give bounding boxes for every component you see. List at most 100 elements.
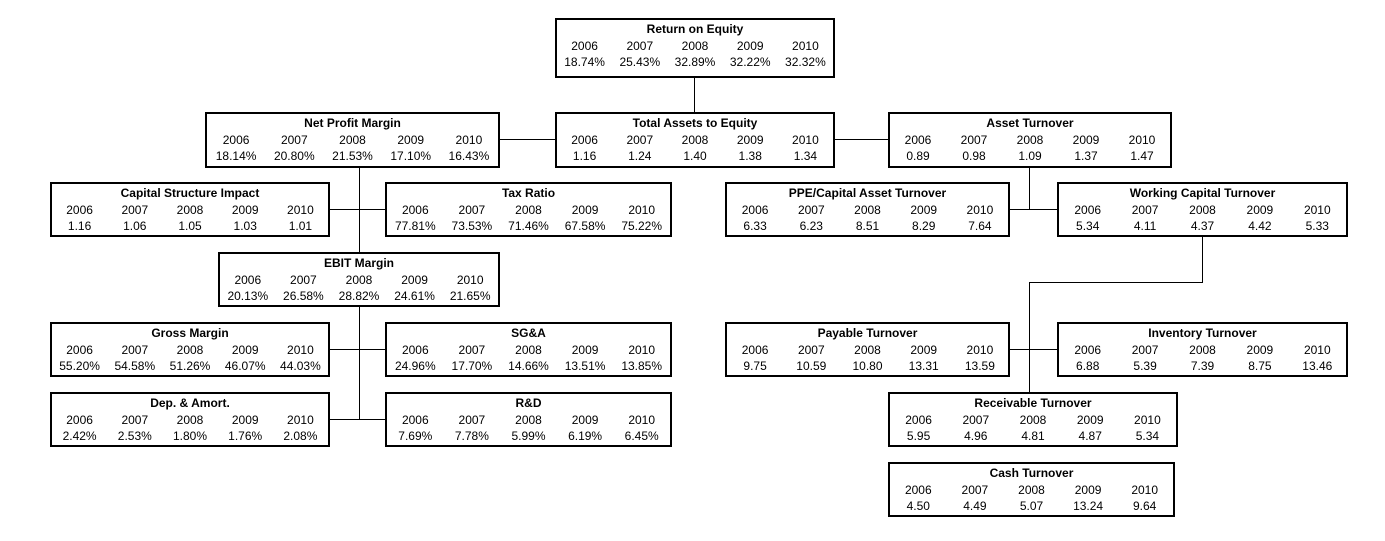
value-cell: 1.16 <box>67 219 92 233</box>
box-title: SG&A <box>511 326 546 340</box>
value-cell: 32.89% <box>674 55 716 69</box>
value-cell: 6.23 <box>799 219 823 233</box>
value-cell: 71.46% <box>508 219 549 233</box>
year-cell: 2009 <box>401 273 428 287</box>
year-cell: 2008 <box>681 133 709 147</box>
year-cell: 2006 <box>401 413 429 427</box>
value-cell: 18.14% <box>215 149 257 163</box>
year-cell: 2007 <box>626 133 654 147</box>
year-cell: 2009 <box>231 203 259 217</box>
year-cell: 2007 <box>797 203 825 217</box>
year-cell: 2007 <box>121 343 149 357</box>
value-cell: 4.42 <box>1248 219 1272 233</box>
year-cell: 2008 <box>515 413 542 427</box>
value-cell: 4.50 <box>906 499 930 513</box>
year-cell: 2009 <box>1076 413 1104 427</box>
value-cell: 1.09 <box>1018 149 1042 163</box>
value-row: 18.14%20.80%21.53%17.10%16.43% <box>207 148 498 164</box>
value-row: 55.20%54.58%51.26%46.07%44.03% <box>52 358 328 374</box>
year-cell: 2008 <box>176 413 204 427</box>
year-cell: 2007 <box>962 413 990 427</box>
box-title: Working Capital Turnover <box>1129 186 1276 200</box>
connector-ppe-to-wct <box>1010 209 1057 210</box>
year-cell: 2008 <box>1189 203 1216 217</box>
year-cell: 2010 <box>628 413 656 427</box>
value-cell: 13.31 <box>908 359 939 373</box>
value-cell: 8.29 <box>912 219 936 233</box>
value-cell: 1.06 <box>123 219 147 233</box>
value-cell: 5.95 <box>906 429 931 443</box>
year-cell: 2010 <box>1128 133 1156 147</box>
value-cell: 1.16 <box>572 149 597 163</box>
year-cell: 2010 <box>1134 413 1161 427</box>
value-cell: 55.20% <box>59 359 100 373</box>
value-cell: 8.75 <box>1248 359 1272 373</box>
year-cell: 2007 <box>626 39 654 53</box>
year-cell: 2010 <box>792 133 819 147</box>
box-title: Cash Turnover <box>989 466 1074 480</box>
year-cell: 2010 <box>966 343 994 357</box>
value-cell: 2.08% <box>283 429 318 443</box>
value-cell: 6.88 <box>1076 359 1100 373</box>
value-cell: 1.37 <box>1074 149 1098 163</box>
value-cell: 6.33 <box>743 219 767 233</box>
box-title: Asset Turnover <box>986 116 1074 130</box>
value-cell: 18.74% <box>564 55 605 69</box>
year-cell: 2006 <box>904 483 932 497</box>
year-cell: 2010 <box>792 39 819 53</box>
value-cell: 4.96 <box>964 429 988 443</box>
year-cell: 2009 <box>736 133 764 147</box>
year-cell: 2009 <box>1246 343 1274 357</box>
year-cell: 2007 <box>280 133 308 147</box>
value-cell: 1.34 <box>793 149 818 163</box>
year-cell: 2008 <box>681 39 709 53</box>
value-cell: 24.61% <box>394 289 435 303</box>
year-cell: 2010 <box>287 203 314 217</box>
value-row: 24.96%17.70%14.66%13.51%13.85% <box>387 358 670 374</box>
box-title: EBIT Margin <box>323 256 394 270</box>
year-cell: 2006 <box>401 343 429 357</box>
box-title: Tax Ratio <box>501 186 556 200</box>
value-cell: 1.01 <box>288 219 313 233</box>
year-cell: 2006 <box>66 343 93 357</box>
connector-tae-to-at <box>835 139 888 140</box>
value-cell: 0.89 <box>906 149 930 163</box>
value-cell: 1.05 <box>178 219 202 233</box>
value-cell: 51.26% <box>169 359 211 373</box>
value-cell: 6.45% <box>624 429 659 443</box>
value-cell: 1.24 <box>628 149 652 163</box>
value-cell: 75.22% <box>621 219 663 233</box>
value-cell: 73.53% <box>451 219 493 233</box>
year-cell: 2007 <box>458 343 486 357</box>
connector-roe-to-tae <box>694 78 695 112</box>
value-cell: 44.03% <box>280 359 321 373</box>
year-cell: 2009 <box>571 203 599 217</box>
value-cell: 13.85% <box>621 359 663 373</box>
year-cell: 2007 <box>121 203 149 217</box>
box-title: Return on Equity <box>646 22 744 36</box>
value-cell: 0.98 <box>962 149 986 163</box>
year-cell: 2008 <box>854 203 881 217</box>
value-cell: 4.37 <box>1190 219 1215 233</box>
year-cell: 2009 <box>571 343 599 357</box>
connector-wct-elbow <box>1029 282 1203 283</box>
value-cell: 7.39 <box>1190 359 1215 373</box>
value-cell: 13.59 <box>964 359 995 373</box>
year-cell: 2009 <box>736 39 764 53</box>
